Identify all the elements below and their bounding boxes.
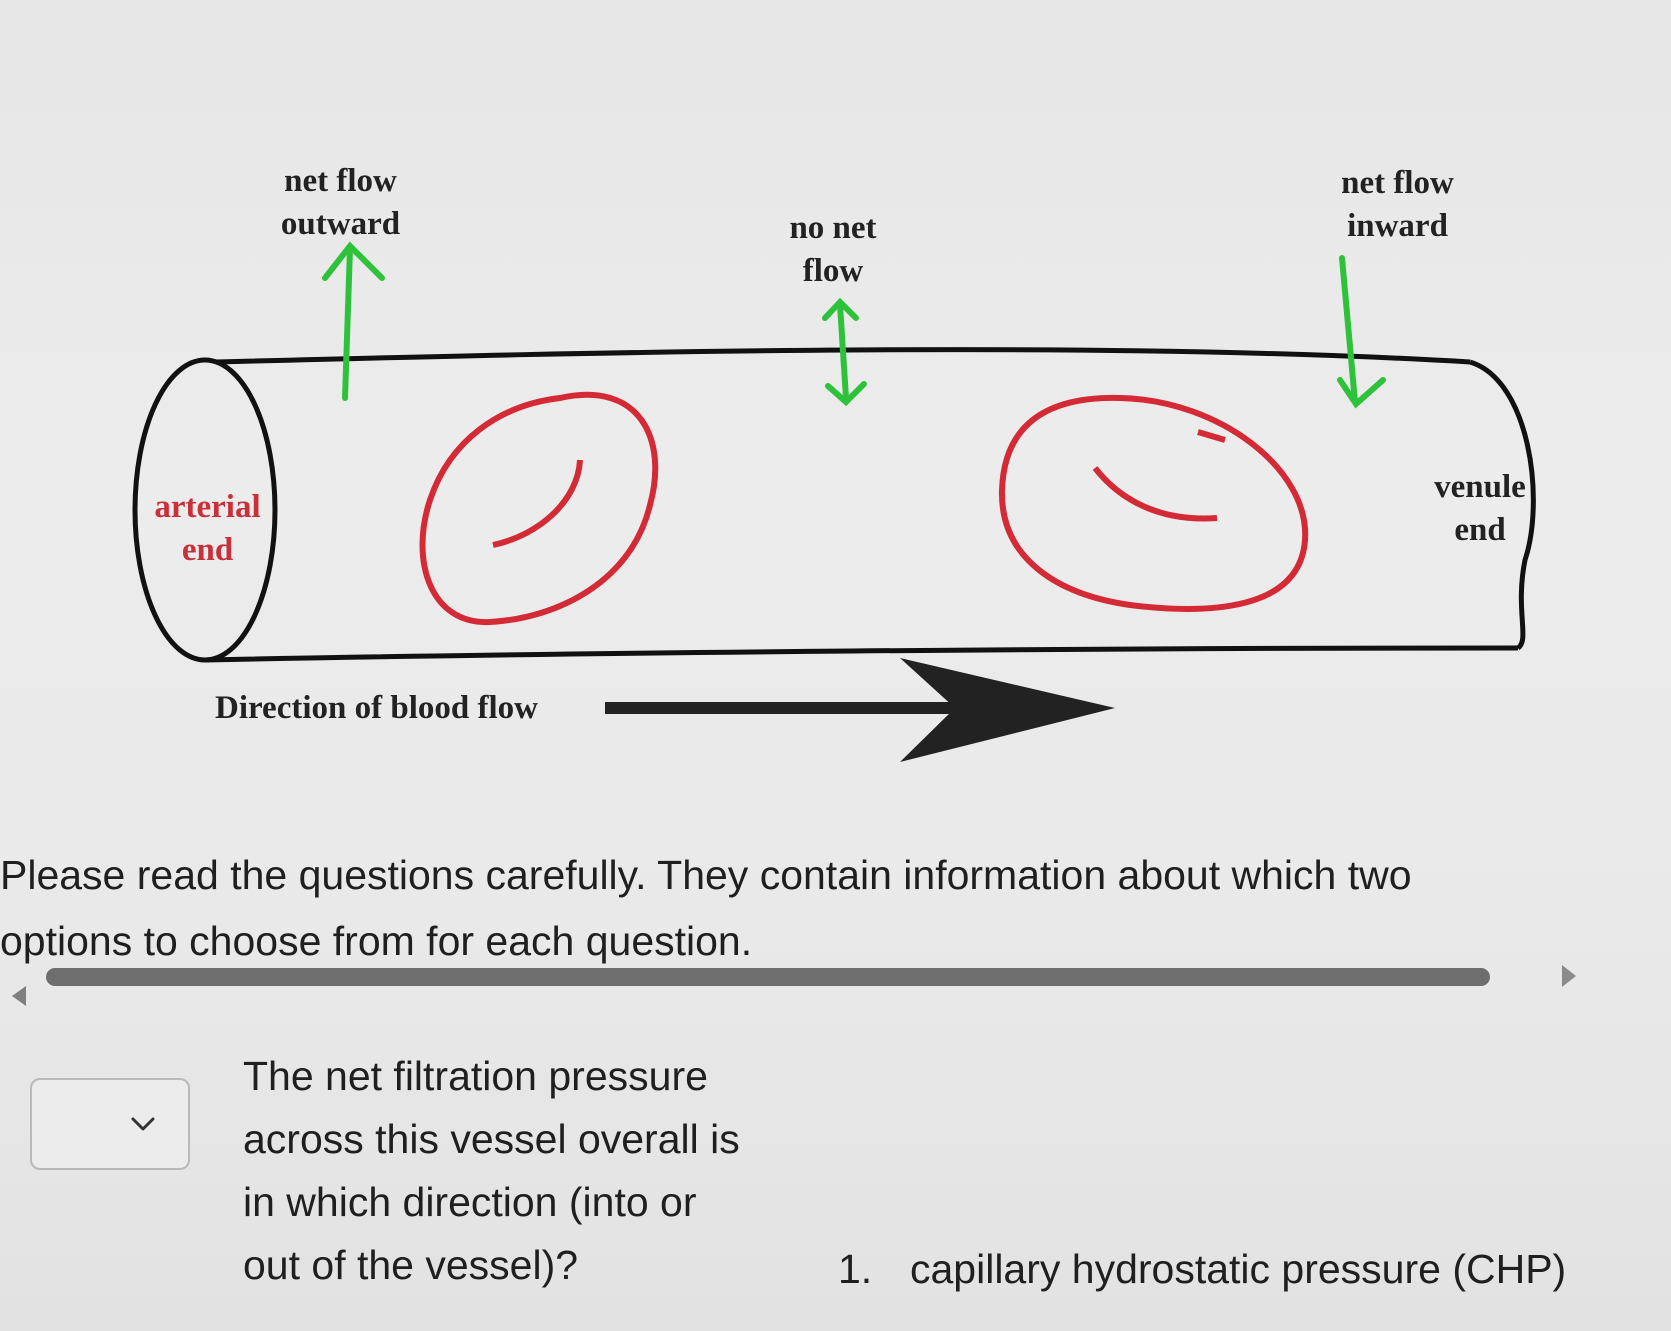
- capillary-drawing: [132, 241, 1536, 762]
- red-blood-cell-right-dimple: [1092, 466, 1218, 522]
- net-flow-outward-label: net flow outward: [280, 163, 401, 242]
- question-line: across this vessel overall is: [243, 1116, 740, 1162]
- question-text: The net filtration pressure across this …: [243, 1045, 803, 1297]
- chevron-down-icon: [131, 1117, 155, 1131]
- instructions-text: Please read the questions carefully. The…: [0, 842, 1500, 974]
- scroll-right-arrow-icon[interactable]: [1562, 965, 1576, 987]
- vessel-bottom-line: [204, 645, 1519, 663]
- vessel-top-line: [215, 347, 1471, 365]
- arterial-end-opening: [132, 357, 278, 663]
- no-net-flow-label: no net flow: [789, 210, 877, 289]
- capillary-diagram: net flow outward no net flow net flow in…: [132, 163, 1536, 762]
- horizontal-scrollbar[interactable]: [46, 968, 1490, 986]
- blood-flow-arrow-icon: [605, 658, 1115, 762]
- question-line: The net filtration pressure: [243, 1053, 708, 1099]
- red-blood-cell-left: [419, 391, 659, 626]
- red-blood-cell-right-notch: [1197, 429, 1226, 443]
- outward-arrow-icon: [322, 241, 385, 401]
- blood-flow-direction-label: Direction of blood flow: [215, 690, 538, 726]
- no-net-flow-arrow-icon: [822, 297, 867, 407]
- scroll-left-arrow-icon[interactable]: [12, 986, 26, 1006]
- answer-dropdown[interactable]: [30, 1078, 190, 1170]
- question-line: in which direction (into or: [243, 1179, 697, 1225]
- instructions-line: Please read the questions carefully. The…: [0, 852, 1412, 898]
- question-line: out of the vessel)?: [243, 1242, 579, 1288]
- arterial-end-label: arterial end: [154, 489, 261, 568]
- red-blood-cell-left-dimple: [492, 459, 583, 548]
- venule-end-cap: [1469, 359, 1536, 651]
- option-label: capillary hydrostatic pressure (CHP): [910, 1246, 1567, 1292]
- option-number: 1.: [838, 1246, 873, 1292]
- net-flow-inward-label: net flow inward: [1341, 165, 1454, 244]
- venule-end-label: venule end: [1434, 469, 1526, 548]
- red-blood-cell-right: [998, 394, 1309, 612]
- instructions-line: options to choose from for each question…: [0, 918, 753, 964]
- inward-arrow-icon: [1337, 255, 1386, 409]
- option-item: 1. capillary hydrostatic pressure (CHP): [838, 1238, 1566, 1301]
